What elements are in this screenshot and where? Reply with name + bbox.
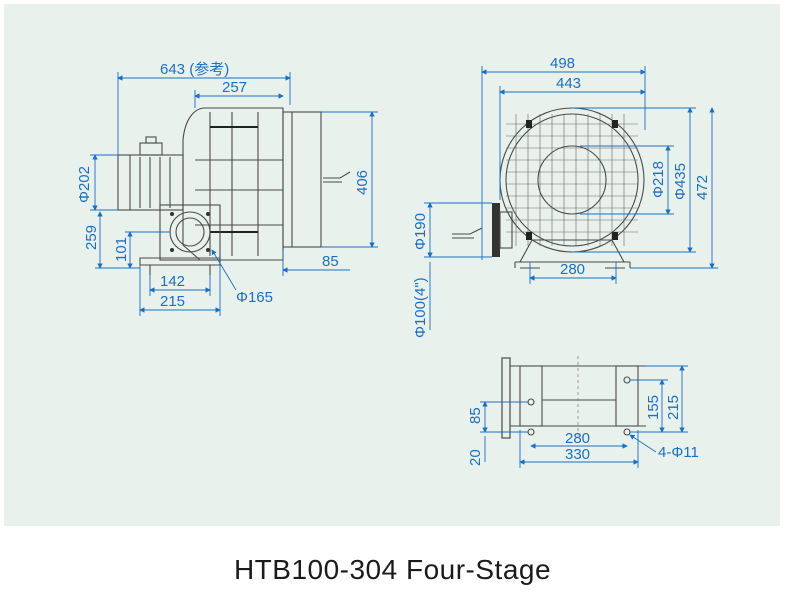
overall-length-label: 643 (参考) (160, 61, 229, 78)
hole-vertical-outer-label: 215 (665, 395, 682, 420)
figure-caption: HTB100-304 Four-Stage (233, 554, 552, 585)
inlet-offset-label: 85 (322, 253, 339, 270)
inlet-flange (492, 203, 500, 257)
outer-dia-label: Φ435 (672, 163, 689, 200)
drawing-panel (4, 4, 780, 526)
airflow-arrow-icon (323, 171, 351, 183)
inlet-arrow-icon (452, 227, 483, 239)
edge-offset-label: 20 (467, 449, 484, 466)
overall-height-label: 472 (694, 175, 711, 200)
technical-drawing: 643 (参考) 257 406 Φ202 259 101 142 215 Φ1… (76, 55, 718, 468)
base-inner-label: 142 (160, 273, 185, 290)
guard-outer (499, 107, 645, 253)
front-base (519, 239, 625, 263)
inlet-pipe (282, 111, 322, 248)
guard-mesh (506, 114, 638, 246)
side-view: 643 (参考) 257 406 Φ202 259 101 142 215 Φ1… (76, 61, 378, 316)
base-span-label: 280 (560, 261, 585, 278)
hole-span-inner-label: 280 (565, 430, 590, 447)
holes-label: 4-Φ11 (658, 444, 699, 461)
blower-housing (182, 107, 284, 261)
hole-span-outer-label: 330 (565, 446, 590, 463)
outlet-flange-dia-label: Φ165 (236, 289, 273, 306)
flange-dia-label: Φ190 (412, 213, 429, 250)
pipe-dia-label: Φ100(4") (412, 277, 429, 338)
base-outer-label: 215 (160, 293, 185, 310)
outlet-center-label: 101 (113, 237, 130, 262)
overall-width-label: 498 (550, 55, 575, 72)
inner-dia-label: Φ218 (650, 161, 667, 198)
outlet-flange (159, 204, 221, 261)
terminal-box (139, 142, 163, 156)
base-view: 85 20 280 330 155 215 4-Φ11 (467, 356, 699, 468)
side-base (139, 257, 221, 266)
total-height-label: 259 (83, 225, 100, 250)
guard-width-label: 443 (556, 75, 581, 92)
flange-offset-label: 85 (467, 407, 484, 424)
motor-dia-label: Φ202 (76, 166, 93, 203)
outlet-length-label: 257 (222, 79, 247, 96)
front-view: 498 443 Φ218 Φ435 472 Φ190 Φ100(4") 280 (412, 55, 718, 338)
height-label: 406 (354, 170, 371, 195)
hole-vertical-inner-label: 155 (645, 395, 662, 420)
